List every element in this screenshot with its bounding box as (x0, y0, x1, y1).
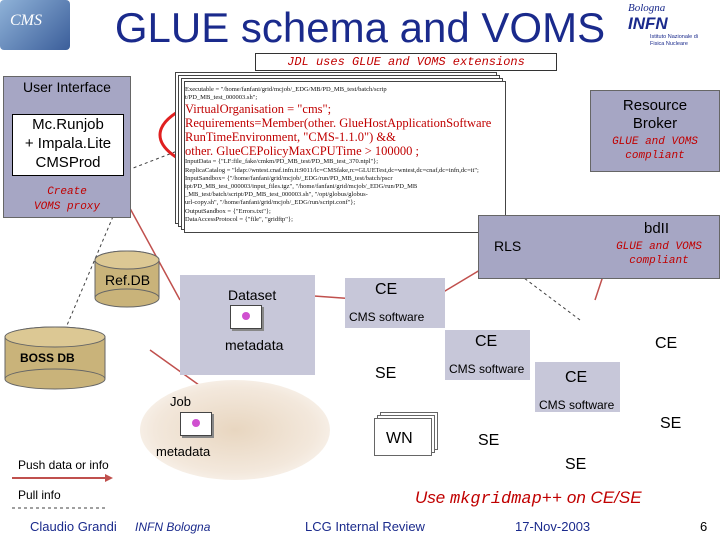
tool-impala: + Impala.Lite (24, 135, 112, 152)
slide-subtitle: JDL uses GLUE and VOMS extensions (255, 53, 557, 71)
footer: Claudio Grandi INFN Bologna LCG Internal… (0, 514, 720, 540)
ce-label-1: CE (375, 281, 398, 298)
se-label-1: SE (375, 365, 397, 382)
user-interface-panel: User Interface Mc.Runjob + Impala.Lite C… (3, 76, 131, 218)
infn-text: INFN (628, 14, 668, 33)
ce-site-2: CE CMS software (445, 330, 530, 380)
voms-proxy-label: VOMS proxy (33, 201, 100, 213)
mkgridmap-note: Use mkgridmap++ on CE/SE (415, 488, 642, 509)
infn-subtitle: Istituto Nazionale di Fisica Nucleare (650, 34, 698, 47)
refdb-label: Ref.DB (105, 272, 151, 288)
cms-software-2: CMS software (449, 362, 525, 376)
infn-logo: Bologna INFN Istituto Nazionale di Fisic… (628, 2, 718, 62)
cms-software-3: CMS software (539, 398, 615, 412)
create-voms-proxy: Create VOMS proxy (4, 185, 130, 215)
wn-label: WN (386, 430, 413, 447)
page-number: 6 (700, 519, 708, 534)
jdl-requirements: other. GlueCEPolicyMaxCPUTime > 100000 ; (185, 144, 420, 159)
mkgridmap-command: mkgridmap++ (449, 490, 563, 509)
jdl-line: Executable = "/home/fanfani/grid/mcjob/_… (185, 86, 387, 93)
se-label-3: SE (478, 432, 500, 449)
jdl-line: InputData = {"LF:file_fake/cmkm/PD_MB_te… (185, 158, 379, 166)
footer-date: 17-Nov-2003 (515, 519, 591, 534)
se-label-2: SE (660, 415, 682, 432)
rls-label: RLS (494, 238, 522, 254)
user-interface-label: User Interface (23, 79, 111, 95)
pull-legend: Pull info (18, 488, 61, 502)
jdl-line: InputSandbox= {"/home/fanfani/grid/mcjob… (185, 174, 393, 182)
ce-label-2: CE (475, 333, 498, 350)
jdl-line: _MB_test/batch/script/PD_MB_test_000003.… (185, 191, 368, 199)
bdii-note-line: GLUE and VOMS (616, 241, 702, 253)
dataset-panel: Dataset metadata (180, 275, 315, 375)
footer-event: LCG Internal Review (305, 519, 425, 534)
slide-title: GLUE schema and VOMS (114, 4, 606, 51)
footer-institution: INFN Bologna (135, 520, 211, 534)
se-label-4: SE (565, 456, 587, 473)
jdl-line: OutputSandbox = {"Errors.txt"}; (185, 207, 271, 215)
jdl-vo: VirtualOrganisation = "cms"; (185, 102, 332, 117)
refdb-cylinder (94, 250, 160, 308)
tools-box: Mc.Runjob + Impala.Lite CMSProd (12, 114, 124, 176)
jdl-line: ipt/PD_MB_test_000003/input_files.tgz", … (185, 183, 418, 191)
rb-compliance-note: GLUE and VOMS compliant (591, 135, 719, 163)
ce-label-3: CE (655, 335, 678, 352)
jdl-text: Executable = "/home/fanfani/grid/mcjob/_… (185, 86, 501, 224)
jdl-line: url-copy.sh", "/home/fanfani/grid/mcjob/… (185, 199, 356, 207)
ce-site-4: CE CMS software (535, 362, 620, 412)
job-label: Job (170, 394, 191, 409)
cms-logo-text: CMS (10, 12, 42, 29)
jdl-line: ReplicaCatalog = "ldap://wntest.cnaf.inf… (185, 166, 479, 174)
push-legend: Push data or info (18, 458, 109, 472)
bossdb-cylinder (4, 326, 106, 390)
jdl-line: t/PD_MB_test_000003.sh"; (185, 94, 258, 102)
metadata-label-1: metadata (225, 337, 284, 353)
jdl-line: DataAccessProtocol = {"file", "gridftp"}… (185, 215, 293, 223)
footer-author: Claudio Grandi (30, 519, 117, 534)
jdl-requirements: RunTimeEnvironment, "CMS-1.1.0") && (185, 130, 396, 145)
bdii-note-line: compliant (629, 255, 689, 267)
wn-stack: WN (372, 412, 442, 462)
create-label: Create (47, 186, 87, 198)
rb-title-line: Resource (622, 97, 688, 114)
use-prefix: Use (415, 488, 450, 507)
ce-label-4: CE (565, 369, 588, 386)
dataset-icon (230, 305, 262, 329)
cms-logo: CMS (0, 0, 70, 50)
ce-site-1: CE CMS software (345, 278, 445, 328)
job-panel: Job metadata (140, 380, 330, 480)
rb-note-line: compliant (625, 150, 685, 162)
tool-cmsprod: CMSProd (35, 154, 101, 171)
bdii-panel: bdII RLS GLUE and VOMS compliant (478, 215, 720, 279)
bologna-text: Bologna (628, 2, 666, 14)
jdl-requirements: Requirements=Member(other. GlueHostAppli… (185, 116, 492, 131)
resource-broker-panel: Resource Broker GLUE and VOMS compliant (590, 90, 720, 172)
bossdb-label: BOSS DB (20, 351, 75, 365)
resource-broker-title: Resource Broker (591, 97, 719, 133)
bdii-compliance-note: GLUE and VOMS compliant (599, 240, 719, 268)
rb-title-line: Broker (632, 115, 678, 132)
tool-mcrunjob: Mc.Runjob (32, 116, 104, 133)
job-icon (180, 412, 212, 436)
metadata-label-2: metadata (156, 444, 211, 459)
rb-note-line: GLUE and VOMS (612, 136, 698, 148)
dataset-label: Dataset (228, 287, 277, 303)
use-suffix: on CE/SE (562, 488, 642, 507)
bdii-title: bdII (644, 220, 670, 237)
cms-software-1: CMS software (349, 310, 425, 324)
